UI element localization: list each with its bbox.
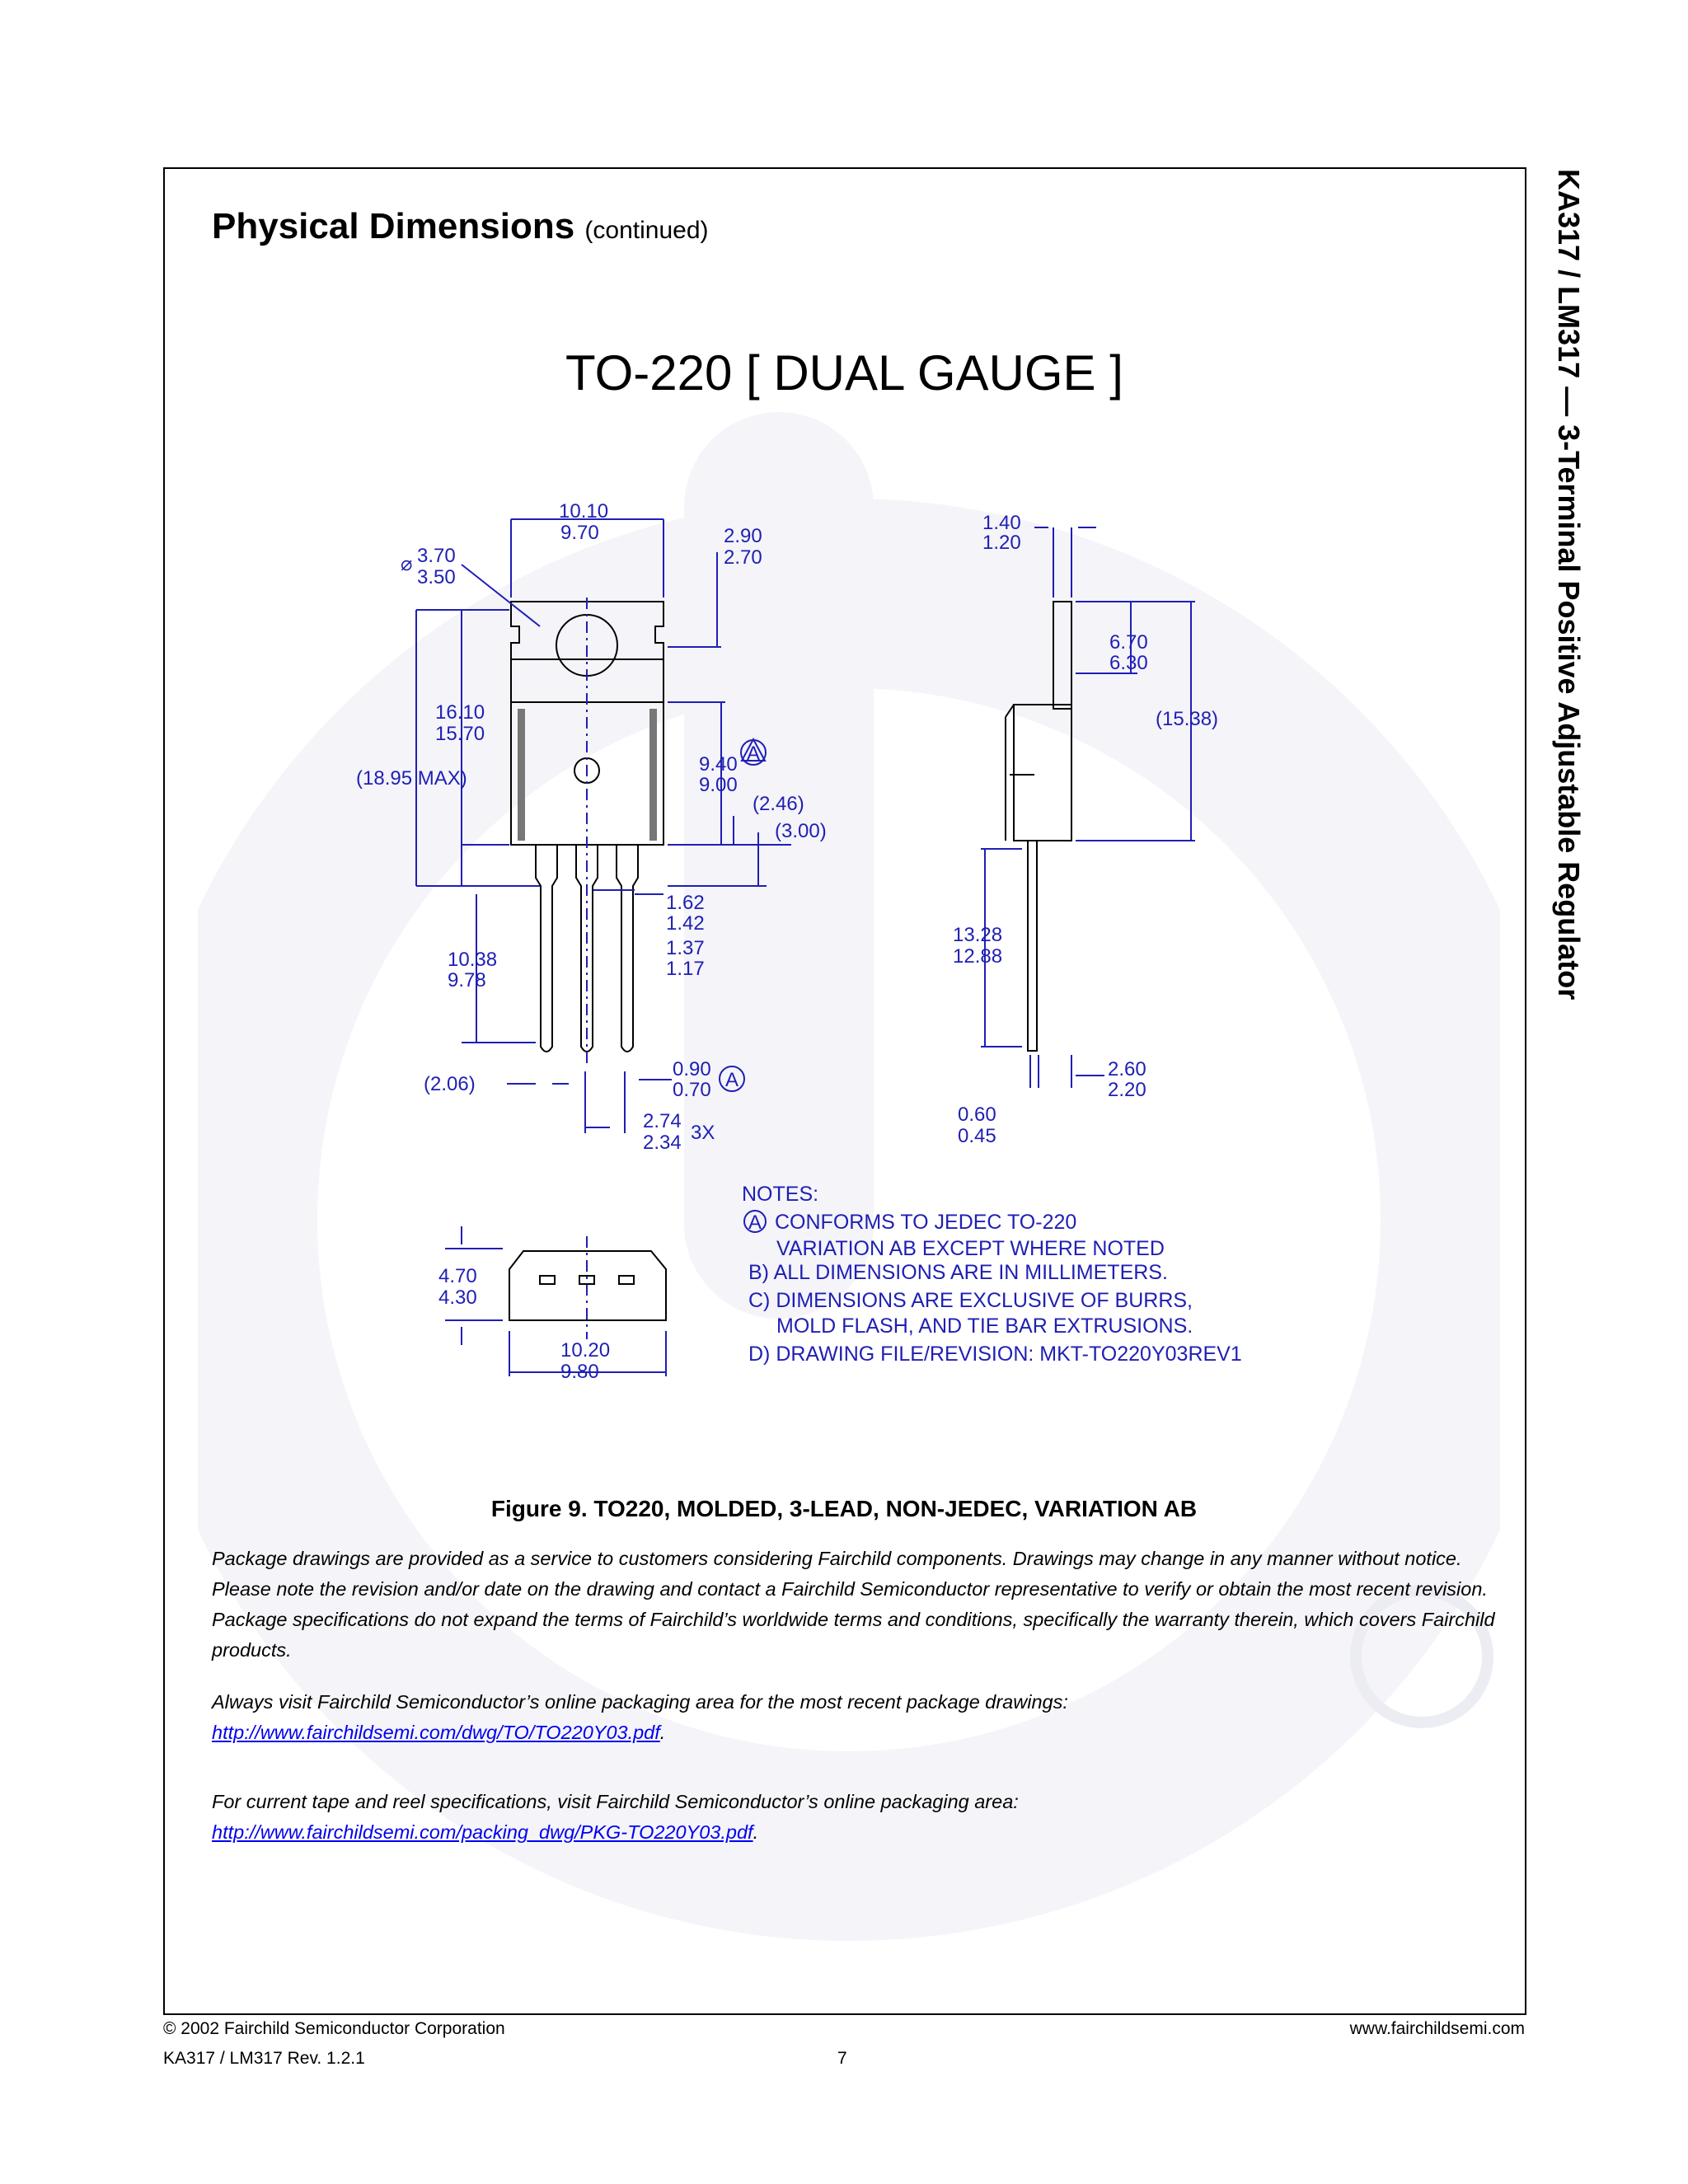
dim-overall: (18.95 MAX) bbox=[356, 767, 467, 790]
dim-body-top: 16.10 bbox=[435, 701, 485, 724]
bottom-view bbox=[509, 1250, 667, 1321]
note-a-line2: VARIATION AB EXCEPT WHERE NOTED bbox=[776, 1237, 1165, 1260]
dim-lw-bot: 0.70 bbox=[673, 1079, 711, 1101]
dim-sw-top: 0.60 bbox=[958, 1104, 996, 1126]
section-title: Physical Dimensions bbox=[212, 206, 575, 246]
dimension-lines bbox=[415, 518, 1195, 1376]
dim-l2-bot: 1.17 bbox=[666, 958, 705, 980]
dim-lw-top: 0.90 bbox=[673, 1058, 711, 1080]
dim-sl-bot: 12.88 bbox=[953, 945, 1002, 968]
dim-hole-symbol: ⌀ bbox=[401, 553, 412, 575]
footer-revision: KA317 / LM317 Rev. 1.2.1 bbox=[163, 2049, 365, 2068]
note-c-line1: C) DIMENSIONS ARE EXCLUSIVE OF BURRS, bbox=[748, 1289, 1193, 1312]
dim-l1-bot: 1.42 bbox=[666, 912, 705, 935]
dim-pitch-top: 2.74 bbox=[643, 1110, 682, 1132]
tape-reel-paragraph: For current tape and reel specifications… bbox=[212, 1787, 1498, 1848]
period-1: . bbox=[659, 1722, 666, 1743]
dim-mid-top: 9.40 bbox=[699, 753, 738, 776]
dim-tab-bot: 2.70 bbox=[724, 546, 762, 569]
note-c-line2: MOLD FLASH, AND TIE BAR EXTRUSIONS. bbox=[776, 1315, 1193, 1338]
dim-206: (2.06) bbox=[424, 1073, 476, 1095]
dim-t2-top: 6.70 bbox=[1109, 631, 1148, 654]
packaging-text: Always visit Fairchild Semiconductor’s o… bbox=[212, 1691, 1068, 1713]
dim-bw-bot: 9.80 bbox=[560, 1361, 599, 1383]
dim-w-top: 10.10 bbox=[559, 500, 608, 523]
notes: NOTES: CONFORMS TO JEDEC TO-220 VARIATIO… bbox=[742, 1183, 1242, 1366]
dim-th-top: 1.40 bbox=[982, 512, 1021, 534]
dim-th-bot: 1.20 bbox=[982, 532, 1021, 554]
dim-l2-top: 1.37 bbox=[666, 937, 705, 959]
marker-a-2: A bbox=[725, 1069, 738, 1091]
side-view bbox=[1005, 601, 1072, 1052]
dim-mid-bot: 9.00 bbox=[699, 774, 738, 796]
tape-reel-link[interactable]: http://www.fairchildsemi.com/packing_dwg… bbox=[212, 1821, 753, 1843]
dim-h-top: 4.70 bbox=[438, 1265, 477, 1287]
dim-hole-bot: 3.50 bbox=[417, 566, 456, 588]
note-a-line1: CONFORMS TO JEDEC TO-220 bbox=[775, 1211, 1076, 1234]
footer-website: www.fairchildsemi.com bbox=[1349, 2019, 1525, 2038]
dim-hole-top: 3.70 bbox=[417, 545, 456, 567]
dim-pitch-x: 3X bbox=[691, 1122, 715, 1144]
marker-a-1: A bbox=[747, 743, 760, 765]
note-a-markers: A A A bbox=[719, 737, 767, 1234]
note-b: B) ALL DIMENSIONS ARE IN MILLIMETERS. bbox=[748, 1261, 1168, 1284]
packaging-paragraph: Always visit Fairchild Semiconductor’s o… bbox=[212, 1687, 1498, 1748]
tape-reel-text: For current tape and reel specifications… bbox=[212, 1791, 1019, 1812]
packaging-link[interactable]: http://www.fairchildsemi.com/dwg/TO/TO22… bbox=[212, 1722, 660, 1743]
marker-a-3: A bbox=[748, 1212, 762, 1234]
dim-w-bot: 9.70 bbox=[560, 522, 599, 544]
dim-1538: (15.38) bbox=[1156, 708, 1218, 730]
dimension-labels: 10.10 9.70 ⌀ 3.70 3.50 2.90 2.70 16.10 1… bbox=[356, 500, 1218, 1383]
notes-heading: NOTES: bbox=[742, 1183, 818, 1206]
figure-caption: Figure 9. TO220, MOLDED, 3-LEAD, NON-JED… bbox=[490, 1496, 1198, 1521]
section-heading: Physical Dimensions (continued) bbox=[212, 206, 709, 247]
dim-s-top: 2.60 bbox=[1108, 1058, 1146, 1080]
section-continued: (continued) bbox=[584, 217, 709, 244]
dim-246: (2.46) bbox=[753, 793, 804, 815]
dim-tab-top: 2.90 bbox=[724, 525, 762, 547]
footer-page-number: 7 bbox=[837, 2049, 847, 2068]
page-frame bbox=[163, 167, 1526, 2015]
dim-h-bot: 4.30 bbox=[438, 1286, 477, 1309]
dim-300: (3.00) bbox=[775, 820, 827, 842]
dim-sl-top: 13.28 bbox=[953, 924, 1002, 946]
disclaimer-paragraph: Package drawings are provided as a servi… bbox=[212, 1548, 1495, 1661]
package-title: TO-220 [ DUAL GAUGE ] bbox=[565, 345, 1123, 401]
fairchild-watermark-logo bbox=[198, 412, 1500, 1941]
dim-t2-bot: 6.30 bbox=[1109, 652, 1148, 674]
note-d: D) DRAWING FILE/REVISION: MKT-TO220Y03RE… bbox=[748, 1343, 1242, 1366]
footer-copyright: © 2002 Fairchild Semiconductor Corporati… bbox=[163, 2019, 505, 2038]
dim-body-bot: 15.70 bbox=[435, 723, 485, 745]
dim-s-bot: 2.20 bbox=[1108, 1079, 1146, 1101]
dim-bw-top: 10.20 bbox=[560, 1339, 610, 1361]
dim-lead-bot: 9.78 bbox=[448, 969, 486, 991]
dim-pitch-bot: 2.34 bbox=[643, 1132, 682, 1154]
dim-lead-top: 10.38 bbox=[448, 949, 497, 971]
period-2: . bbox=[753, 1821, 759, 1843]
dim-l1-top: 1.62 bbox=[666, 892, 705, 914]
dim-sw-bot: 0.45 bbox=[958, 1125, 996, 1147]
